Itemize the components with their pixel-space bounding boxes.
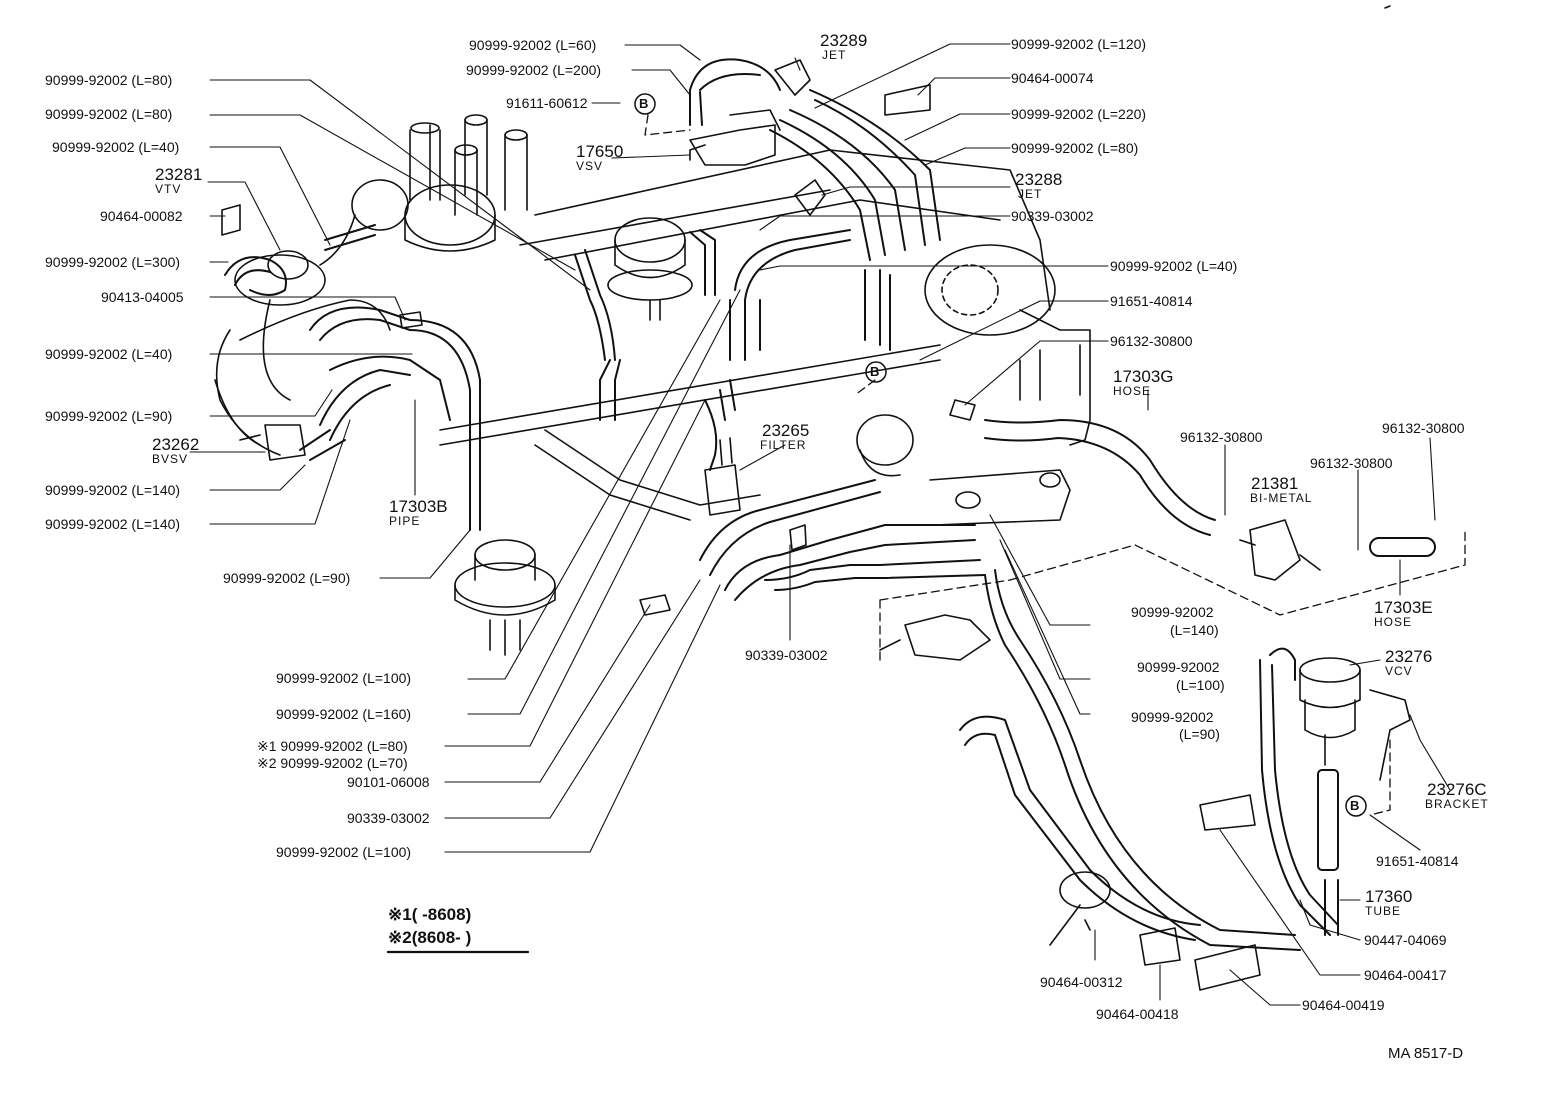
label-vtv: VTV [155, 182, 182, 196]
label-hose-17303g: HOSE [1113, 384, 1152, 398]
label-91651-top: 91651-40814 [1110, 293, 1193, 309]
label-hose-l140-b: 90999-92002 (L=140) [45, 516, 181, 532]
label-23262: 23262 [152, 435, 200, 454]
label-91651-bottom: 91651-40814 [1376, 853, 1459, 869]
label-hose-l80-a: 90999-92002 (L=80) [45, 72, 173, 88]
b-marker-mid: B [870, 364, 880, 379]
label-hose-l90-c-len: (L=90) [1179, 726, 1220, 742]
label-hose-17303e: HOSE [1374, 615, 1413, 629]
label-23281: 23281 [155, 165, 203, 184]
label-hose-l40-b: 90999-92002 (L=40) [45, 346, 173, 362]
leader-lines [189, 43, 1451, 1006]
label-90464-00312: 90464-00312 [1040, 974, 1123, 990]
label-filter: FILTER [760, 438, 807, 452]
label-17360: 17360 [1365, 887, 1413, 906]
label-hose-l90-c: 90999-92002 [1131, 709, 1214, 725]
label-91611: 91611-60612 [506, 95, 588, 111]
label-23288: 23288 [1015, 170, 1063, 189]
label-hose-l100-b: 90999-92002 (L=100) [276, 844, 412, 860]
label-90464-00418: 90464-00418 [1096, 1006, 1179, 1022]
label-hose-l220: 90999-92002 (L=220) [1011, 106, 1147, 122]
label-hose-l90-b: 90999-92002 (L=90) [223, 570, 351, 586]
label-96132-top: 96132-30800 [1110, 333, 1193, 349]
label-17303b: 17303B [389, 497, 448, 516]
label-21381: 21381 [1251, 474, 1299, 493]
label-bvsv: BVSV [152, 452, 189, 466]
label-hose-l40-a: 90999-92002 (L=40) [52, 139, 180, 155]
label-hose-l120: 90999-92002 (L=120) [1011, 36, 1147, 52]
label-hose-l100-c-len: (L=100) [1176, 677, 1225, 693]
label-23276: 23276 [1385, 647, 1433, 666]
components [221, 59, 1411, 991]
note-2: ※2(8608- ) [388, 928, 472, 947]
b-marker-right: B [1350, 798, 1360, 813]
label-90464-00417: 90464-00417 [1364, 967, 1447, 983]
label-90339-top: 90339-03002 [1011, 208, 1094, 224]
label-hose-l160: 90999-92002 (L=160) [276, 706, 412, 722]
label-hose-l40-right: 90999-92002 (L=40) [1110, 258, 1238, 274]
label-96132-far-right: 96132-30800 [1382, 420, 1465, 436]
label-bracket: BRACKET [1425, 797, 1489, 811]
label-pipe: PIPE [389, 514, 421, 528]
drawing-code: MA 8517-D [1388, 1045, 1464, 1062]
label-hose-l60: 90999-92002 (L=60) [469, 37, 597, 53]
label-hose-l140-a: 90999-92002 (L=140) [45, 482, 181, 498]
label-hose-l80-right: 90999-92002 (L=80) [1011, 140, 1139, 156]
label-17650: 17650 [576, 142, 624, 161]
label-90447: 90447-04069 [1364, 932, 1447, 948]
b-markers [634, 93, 1367, 817]
label-jet-mid: JET [1018, 187, 1043, 201]
label-hose-l90-a: 90999-92002 (L=90) [45, 408, 173, 424]
label-90413: 90413-04005 [101, 289, 184, 305]
label-90339-bottom: 90339-03002 [347, 810, 430, 826]
label-hose-l100-a: 90999-92002 (L=100) [276, 670, 412, 686]
label-hose-l300: 90999-92002 (L=300) [45, 254, 181, 270]
label-tube: TUBE [1365, 904, 1402, 918]
label-96132-left: 96132-30800 [1180, 429, 1263, 445]
label-96132-mid: 96132-30800 [1310, 455, 1393, 471]
label-23276c: 23276C [1427, 780, 1487, 799]
vacuum-hoses [224, 58, 1436, 951]
label-90464-00419: 90464-00419 [1302, 997, 1385, 1013]
label-hose-l100-c: 90999-92002 [1137, 659, 1220, 675]
label-hose-l200: 90999-92002 (L=200) [466, 62, 602, 78]
label-vsv: VSV [576, 159, 604, 173]
label-hose-l80-b: 90999-92002 (L=80) [45, 106, 173, 122]
phantom-lines [644, 114, 1466, 816]
label-hose-l70-star2: ※2 90999-92002 (L=70) [257, 755, 408, 771]
label-90101: 90101-06008 [347, 774, 430, 790]
label-hose-l80-star1: ※1 90999-92002 (L=80) [257, 738, 408, 754]
label-17303e: 17303E [1374, 598, 1433, 617]
label-23265: 23265 [762, 421, 810, 440]
label-vcv: VCV [1385, 664, 1413, 678]
engine-block [214, 114, 1091, 656]
label-17303g: 17303G [1113, 367, 1174, 386]
label-90339-center: 90339-03002 [745, 647, 828, 663]
label-hose-l140-c: 90999-92002 [1131, 604, 1214, 620]
label-jet-top: JET [822, 48, 847, 62]
label-90464-00074: 90464-00074 [1011, 70, 1094, 86]
label-90464-00082: 90464-00082 [100, 208, 183, 224]
note-1: ※1( -8608) [388, 905, 472, 924]
b-marker-top: B [639, 96, 649, 111]
label-hose-l140-c-len: (L=140) [1170, 622, 1219, 638]
label-bi-metal: BI-METAL [1250, 491, 1313, 505]
label-23289: 23289 [820, 31, 868, 50]
